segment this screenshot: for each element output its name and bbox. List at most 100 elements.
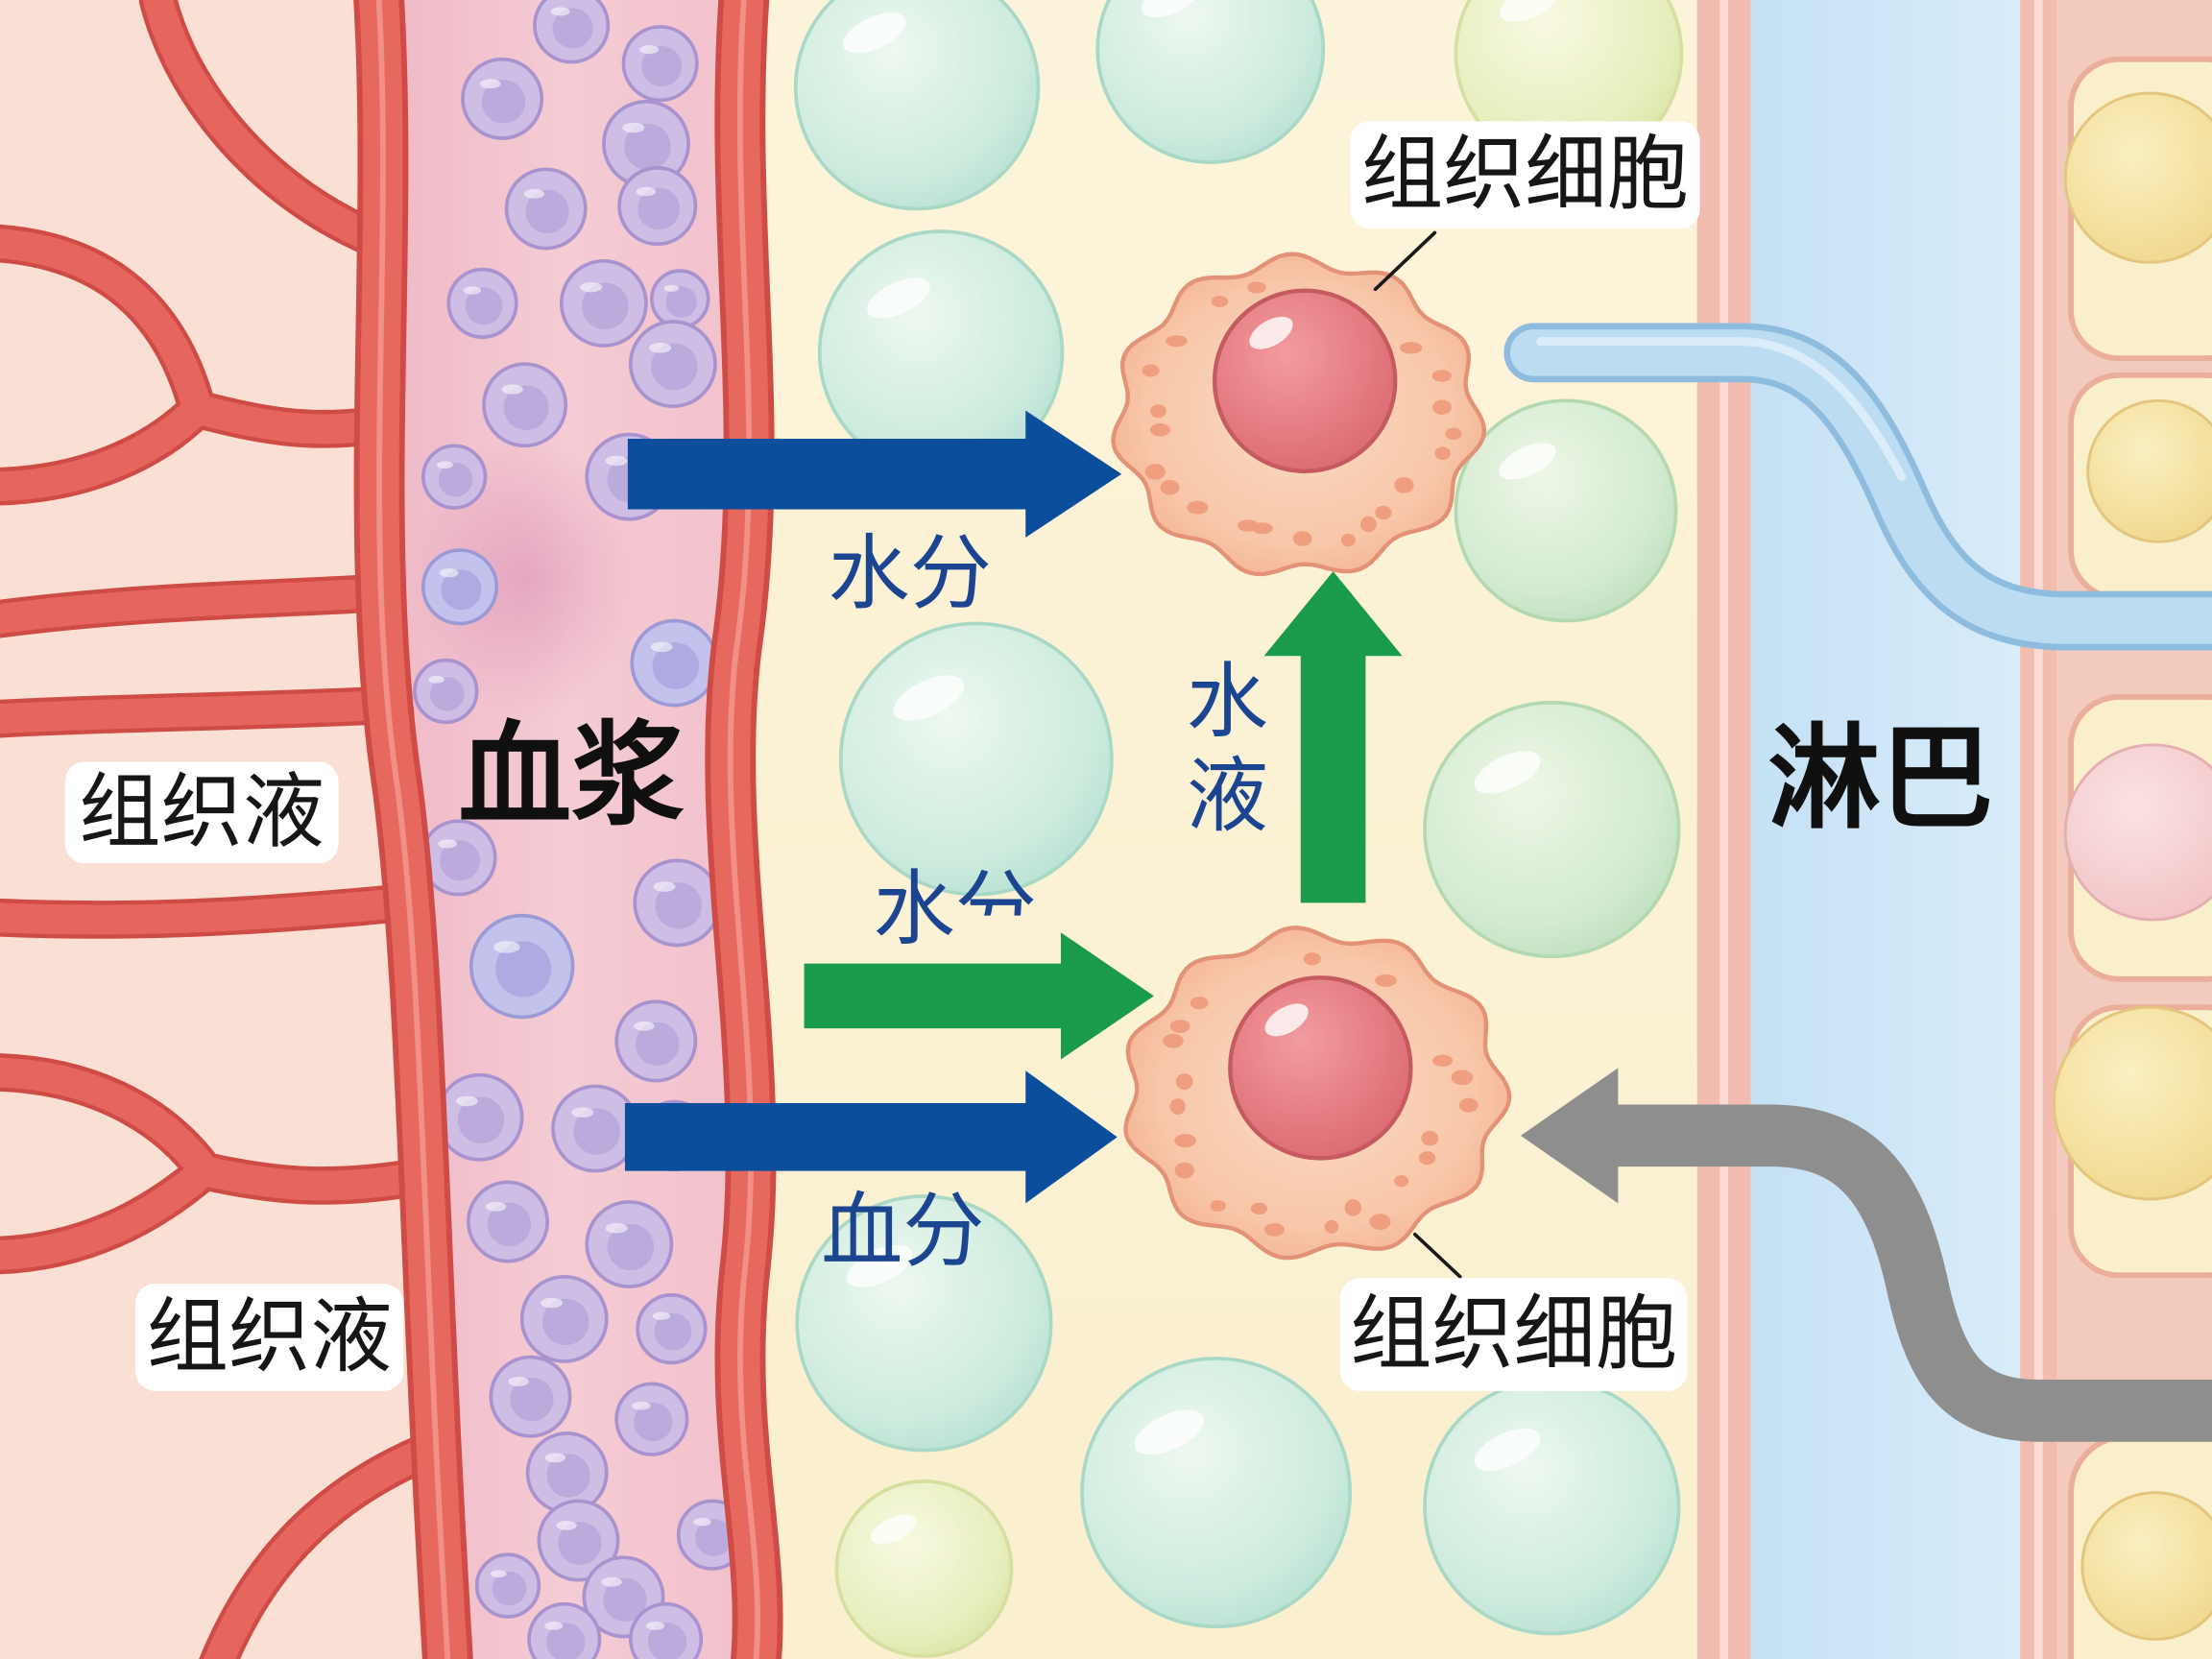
gray-arrow <box>1521 1068 2212 1442</box>
blood-cell-highlight <box>605 1222 628 1234</box>
blood-cell <box>421 548 499 626</box>
blood-cell <box>525 1431 609 1515</box>
cell-granule <box>1160 479 1180 495</box>
cell-granule <box>1163 1033 1184 1048</box>
blood-cell-center <box>487 1202 532 1247</box>
blood-cell-center <box>603 1577 647 1622</box>
cell-granule <box>1149 422 1171 437</box>
bubble-body <box>1095 0 1326 164</box>
leader-line-upper-cell <box>1373 230 1437 292</box>
cell-granule <box>1166 335 1188 348</box>
label-arrow-lower-blue: 血分 <box>821 1184 984 1279</box>
cell-granule <box>1344 1199 1361 1216</box>
lymph-vessel-shine <box>1536 337 1907 482</box>
cell-granule <box>1421 1130 1439 1146</box>
bubble-highlight <box>1134 1409 1204 1455</box>
right-cell-nucleus <box>2080 1491 2212 1641</box>
bubble-highlight <box>870 1514 917 1545</box>
blood-cell-highlight <box>541 1297 563 1309</box>
blood-cell-highlight <box>571 1107 594 1118</box>
blood-cell-center <box>641 46 683 87</box>
blood-cell-highlight <box>428 675 445 684</box>
capillary <box>189 1156 427 1201</box>
capillary <box>0 577 399 635</box>
bubble-highlight <box>1474 751 1541 794</box>
tissue-fluid-bubble <box>1080 1357 1353 1629</box>
blood-cell-center <box>495 941 552 998</box>
blood-cell <box>628 1601 704 1659</box>
blood-cell-highlight <box>544 1453 566 1463</box>
tissue-fluid-bubble <box>1095 0 1326 164</box>
cell-granule <box>1169 1098 1186 1115</box>
blood-cell-center <box>438 462 473 497</box>
cell-granule <box>1451 1070 1474 1086</box>
blood-cell <box>482 362 568 448</box>
label-bg-tissue-cell-lower <box>1339 1278 1688 1391</box>
nucleus-highlight <box>1264 1003 1309 1037</box>
blood-cell-center <box>647 1623 687 1659</box>
blood-cell <box>527 1601 602 1659</box>
blood-cell <box>636 1293 708 1365</box>
cell-granule <box>1324 1219 1339 1234</box>
blood-cell-center <box>510 1378 554 1422</box>
blood-vessel <box>353 0 783 1659</box>
tissue-fluid-bubble <box>1423 700 1681 959</box>
capillary <box>0 887 418 935</box>
tissue-cell-upper <box>1111 252 1487 577</box>
blood-cell-center <box>541 1298 589 1346</box>
cell-granule <box>1211 295 1229 308</box>
blood-cell-highlight <box>639 45 660 55</box>
label-arrow-upper-blue: 水分 <box>829 527 992 622</box>
blood-cell-highlight <box>652 1311 671 1320</box>
blood-cell <box>650 269 710 329</box>
blood-cell-highlight <box>523 188 545 199</box>
blood-cell-highlight <box>490 1570 507 1578</box>
blood-cell-highlight <box>653 881 676 892</box>
blood-cell-highlight <box>663 284 680 292</box>
blood-cell-center <box>546 1454 590 1498</box>
blood-cell <box>585 1200 674 1288</box>
blood-cell-center <box>546 1623 586 1659</box>
cell-granule <box>1174 1134 1196 1148</box>
blood-cell-highlight <box>508 1377 529 1386</box>
cell-granule <box>1434 446 1451 461</box>
blood-cell <box>467 1180 549 1263</box>
cell-granule <box>1394 476 1414 493</box>
cell-granule <box>1292 531 1312 546</box>
cell-granule <box>1340 533 1356 547</box>
blood-cell-center <box>637 187 681 230</box>
blood-cell <box>614 999 698 1083</box>
label-tissue-fluid-lower: 组织液 <box>147 1289 393 1384</box>
blood-cell-center <box>651 343 698 391</box>
blood-cell-center <box>665 286 697 318</box>
tissue-fluid-bubble <box>793 0 1041 211</box>
green-arrow-vertical <box>1263 571 1403 903</box>
tissue-cell-lower <box>1123 926 1512 1261</box>
label-tissue-cell-lower: 组织细胞 <box>1350 1287 1677 1382</box>
cell-granule <box>1149 404 1166 419</box>
bubble-body <box>838 621 1114 897</box>
right-cell-nucleus <box>2086 398 2212 543</box>
label-bg-tissue-fluid-lower <box>135 1284 404 1391</box>
blood-cell-center <box>582 282 629 330</box>
blood-cell <box>551 1084 639 1173</box>
label-arrow-vertical-char-2: 液 <box>1187 750 1268 845</box>
blood-cell-center <box>655 882 703 929</box>
right-cell-nucleus <box>2052 1005 2212 1201</box>
gray-arrow-shaft <box>1608 1104 2212 1442</box>
blood-cell-highlight <box>622 122 645 133</box>
blood-cell-highlight <box>636 186 657 197</box>
cell-granule <box>1458 1097 1479 1113</box>
cell-nucleus <box>1228 975 1413 1161</box>
capillary <box>0 228 213 424</box>
blood-cell-center <box>465 287 503 325</box>
label-plasma: 血浆 <box>459 710 685 842</box>
bubble-highlight <box>1500 0 1559 22</box>
capillary-branches <box>0 0 443 1659</box>
blood-cell-highlight <box>485 1201 507 1212</box>
blood-cell-center <box>441 569 482 611</box>
capillary <box>143 0 399 258</box>
blood-cell-highlight <box>650 641 673 653</box>
blood-cell <box>630 618 719 708</box>
tissue-fluid-bubble <box>834 1479 1014 1658</box>
